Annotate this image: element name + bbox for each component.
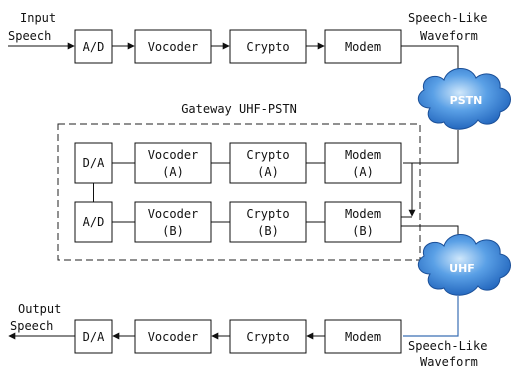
gateway-ad-box [74,201,113,243]
gateway-modem-b-label-1: Modem [345,207,381,221]
input-speech-label-1: Input [20,11,56,25]
top-modem-to-pstn-line [401,45,462,80]
top-vocoder-label: Vocoder [148,40,199,54]
gateway-crypto-b-label-1: Crypto [246,207,289,221]
bottom-da-label: D/A [83,330,105,344]
bottom-vocoder-label: Vocoder [148,330,199,344]
gateway-modem-a-box [324,142,402,184]
pstn-to-modem-a-line [403,130,459,164]
output-speech-label-2: Speech [10,319,53,333]
gateway-modem-a-label-2: (A) [352,165,374,179]
gateway-region [57,123,421,261]
gateway-ad-label: A/D [83,215,105,229]
speech-like-bottom-label-2: Waveform [420,355,478,369]
gateway-vocoder-a-label-1: Vocoder [148,148,199,162]
gateway-crypto-a-box [229,142,307,184]
top-modem-label: Modem [345,40,381,54]
input-speech-label-2: Speech [8,29,51,43]
bottom-vocoder-box [134,319,212,354]
uhf-to-modem-line [403,296,459,337]
gateway-crypto-b-label-2: (B) [257,224,279,238]
top-crypto-box [229,29,307,64]
speech-like-bottom-label-1: Speech-Like [408,339,487,353]
bottom-crypto-label: Crypto [246,330,289,344]
gateway-modem-b-label-2: (B) [352,224,374,238]
bottom-da-box [74,319,113,354]
pstn-label: PSTN [450,94,483,107]
gateway-crypto-b-box [229,201,307,243]
speech-like-top-label-2: Waveform [420,29,478,43]
gateway-modem-b-box [324,201,402,243]
gateway-crypto-a-label-1: Crypto [246,148,289,162]
bottom-crypto-box [229,319,307,354]
output-speech-label-1: Output [18,302,61,316]
uhf-label: UHF [449,262,475,275]
uhf-cloud-icon [417,234,511,296]
bottom-modem-label: Modem [345,330,381,344]
gateway-crypto-a-label-2: (A) [257,165,279,179]
gateway-vocoder-b-label-2: (B) [162,224,184,238]
bottom-modem-box [324,319,402,354]
gateway-title: Gateway UHF-PSTN [181,102,297,116]
gateway-modem-a-label-1: Modem [345,148,381,162]
top-vocoder-box [134,29,212,64]
gateway-vocoder-b-label-1: Vocoder [148,207,199,221]
speech-like-top-label-1: Speech-Like [408,11,487,25]
top-crypto-label: Crypto [246,40,289,54]
pstn-cloud-icon [417,68,511,130]
top-modem-box [324,29,402,64]
gateway-vocoder-a-label-2: (A) [162,165,184,179]
gateway-da-label: D/A [83,156,105,170]
top-ad-label: A/D [83,40,105,54]
